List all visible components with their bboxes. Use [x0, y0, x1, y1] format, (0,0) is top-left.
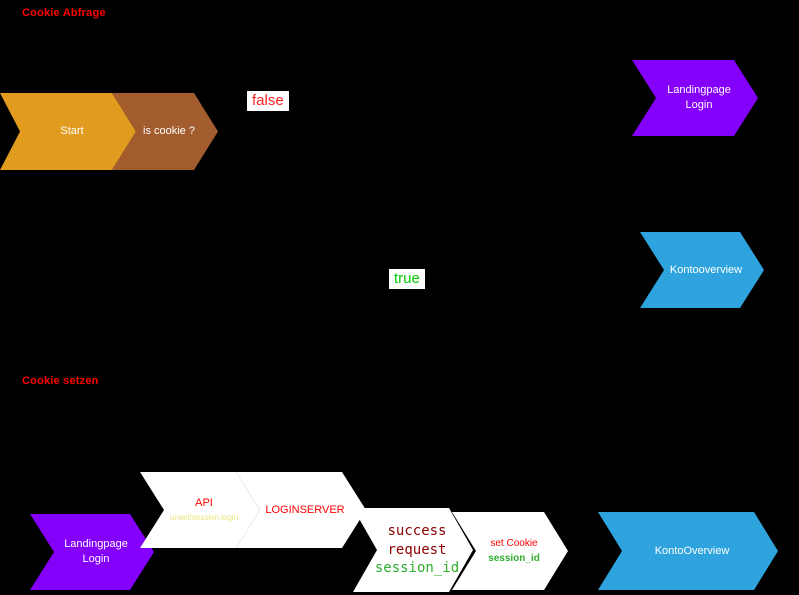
node-start-label: Start: [60, 125, 84, 138]
node-kontooverview-bottom-label: KontoOverview: [654, 544, 730, 557]
node-api-subtitle: unset/session.login: [169, 513, 239, 523]
node-success-session-id: session_id: [374, 560, 460, 577]
section-title-cookie-setzen: Cookie setzen: [22, 375, 99, 387]
node-landingpage-login-top-line2: Login: [685, 99, 713, 111]
node-landingpage-login-top-line1: Landingpage: [667, 84, 731, 97]
node-landingpage-login-bottom-line2: Login: [82, 553, 110, 565]
section-title-cookie-abfrage: Cookie Abfrage: [22, 7, 106, 19]
node-kontooverview-top: Kontooverview: [640, 232, 764, 308]
node-success-line1: success: [387, 522, 447, 539]
node-landingpage-login-bottom-line1: Landingpage: [64, 538, 128, 551]
node-success-line2: request: [387, 541, 447, 558]
node-kontooverview-top-label: Kontooverview: [669, 263, 743, 276]
node-success-request: success request session_id: [353, 508, 473, 592]
node-landingpage-login-top: Landingpage Login: [632, 60, 758, 136]
branch-label-false: false: [247, 91, 289, 111]
node-api: API unset/session.login: [140, 472, 260, 548]
node-kontooverview-bottom: KontoOverview: [598, 512, 778, 590]
node-landingpage-login-bottom: Landingpage Login: [30, 514, 154, 590]
node-is-cookie-label: is cookie ?: [143, 125, 195, 138]
node-set-cookie-session-id: session_id: [488, 553, 540, 564]
node-set-cookie-line1: set Cookie: [490, 537, 538, 549]
node-api-title: API: [195, 497, 213, 510]
branch-label-true: true: [389, 269, 425, 289]
node-loginserver-label: LOGINSERVER: [265, 503, 345, 516]
node-start: Start: [0, 93, 136, 170]
